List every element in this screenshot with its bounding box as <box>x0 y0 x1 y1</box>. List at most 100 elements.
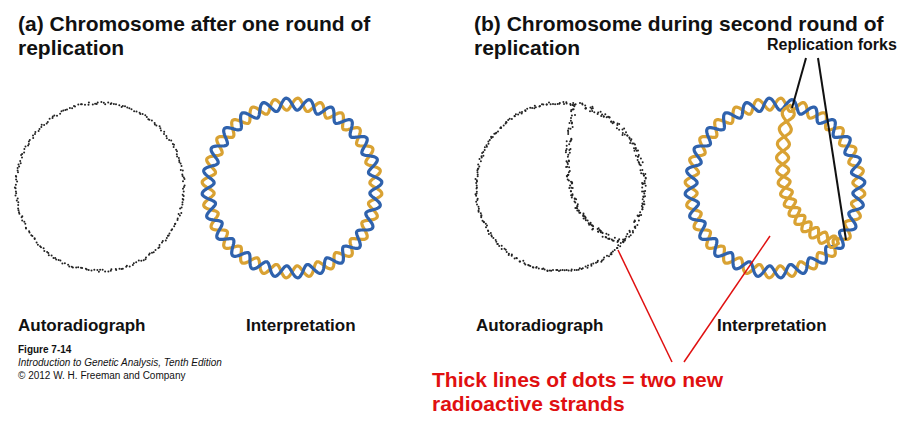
silver-grain <box>641 203 643 205</box>
silver-grain <box>182 180 184 182</box>
silver-grain <box>635 147 637 149</box>
silver-grain <box>552 269 554 271</box>
silver-grain <box>611 253 613 255</box>
silver-grain <box>62 110 64 112</box>
silver-grain <box>645 177 647 179</box>
silver-grain <box>603 116 605 118</box>
silver-grain <box>487 230 489 232</box>
silver-grain <box>566 145 568 147</box>
silver-grain <box>576 207 578 209</box>
silver-grain <box>556 269 558 271</box>
silver-grain <box>611 239 613 241</box>
silver-grain <box>182 198 184 200</box>
silver-grain <box>608 234 610 236</box>
silver-grain <box>620 242 622 244</box>
silver-grain <box>486 144 488 146</box>
silver-grain <box>588 224 590 226</box>
silver-grain <box>20 162 22 164</box>
copyright: © 2012 W. H. Freeman and Company <box>18 370 318 382</box>
silver-grain <box>30 234 32 236</box>
silver-grain <box>163 133 165 135</box>
silver-grain <box>124 105 126 107</box>
silver-grain <box>118 104 120 106</box>
silver-grain <box>81 103 83 105</box>
silver-grain <box>113 103 115 105</box>
silver-grain <box>511 118 513 120</box>
silver-grain <box>66 109 68 111</box>
silver-grain <box>495 133 497 135</box>
silver-grain <box>638 219 640 221</box>
silver-grain <box>525 110 527 112</box>
silver-grain <box>587 220 589 222</box>
silver-grain <box>582 215 584 217</box>
silver-grain <box>115 268 117 270</box>
silver-grain <box>547 270 549 272</box>
silver-grain <box>568 149 570 151</box>
silver-grain <box>153 251 155 253</box>
silver-grain <box>135 261 137 263</box>
silver-grain <box>486 224 488 226</box>
silver-grain <box>603 115 605 117</box>
silver-grain <box>549 270 551 272</box>
silver-grain <box>169 233 171 235</box>
silver-grain <box>641 208 643 210</box>
silver-grain <box>21 220 23 222</box>
silver-grain <box>170 139 172 141</box>
silver-grain <box>642 206 644 208</box>
silver-grain <box>536 266 538 268</box>
silver-grain <box>28 230 30 232</box>
silver-grain <box>167 235 169 237</box>
silver-grain <box>497 243 499 245</box>
silver-grain <box>643 192 645 194</box>
silver-grain <box>633 221 635 223</box>
silver-grain <box>107 102 109 104</box>
silver-grain <box>182 201 184 203</box>
silver-grain <box>484 146 486 148</box>
silver-grain <box>159 244 161 246</box>
silver-grain <box>59 113 61 115</box>
silver-grain <box>514 115 516 117</box>
silver-grain <box>143 259 145 261</box>
silver-grain <box>178 159 180 161</box>
silver-grain <box>642 183 644 185</box>
silver-grain <box>578 269 580 271</box>
silver-grain <box>547 270 549 272</box>
silver-grain <box>476 184 478 186</box>
silver-grain <box>566 166 568 168</box>
silver-grain <box>574 114 576 116</box>
silver-grain <box>23 221 25 223</box>
silver-grain <box>538 106 540 108</box>
silver-grain <box>567 156 569 158</box>
silver-grain <box>546 104 548 106</box>
silver-grain <box>566 140 568 142</box>
silver-grain <box>571 195 573 197</box>
silver-grain <box>612 121 614 123</box>
silver-grain <box>61 263 63 265</box>
silver-grain <box>14 187 16 189</box>
silver-grain <box>643 191 645 193</box>
silver-grain <box>480 160 482 162</box>
silver-grain <box>643 174 645 176</box>
silver-grain <box>628 236 630 238</box>
silver-grain <box>597 228 599 230</box>
panel-heading: (a) Chromosome after one round of replic… <box>18 12 398 60</box>
silver-grain <box>490 232 492 234</box>
silver-grain <box>640 157 642 159</box>
silver-grain <box>500 127 502 129</box>
silver-grain <box>592 224 594 226</box>
silver-grain <box>570 128 572 130</box>
silver-grain <box>624 133 626 135</box>
silver-grain <box>572 187 574 189</box>
silver-grain <box>15 187 17 189</box>
silver-grain <box>642 161 644 163</box>
silver-grain <box>565 151 567 153</box>
silver-grain <box>174 223 176 225</box>
silver-grain <box>476 191 478 193</box>
silver-grain <box>575 103 577 105</box>
silver-grain <box>535 267 537 269</box>
silver-grain <box>569 185 571 187</box>
silver-grain <box>160 129 162 131</box>
silver-grain <box>567 174 569 176</box>
silver-grain <box>85 268 87 270</box>
silver-grain <box>165 135 167 137</box>
